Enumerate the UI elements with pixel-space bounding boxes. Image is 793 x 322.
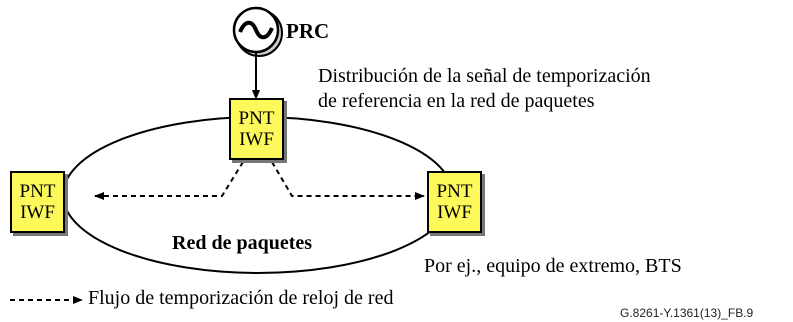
node-left-line2: IWF bbox=[20, 202, 55, 223]
node-right-line2: IWF bbox=[437, 202, 472, 223]
timing-flow-left bbox=[94, 161, 244, 200]
description-line-1: Distribución de la señal de temporizació… bbox=[318, 65, 651, 87]
description-line-2: de referencia en la red de paquetes bbox=[318, 90, 595, 112]
figure-reference: G.8261-Y.1361(13)_FB.9 bbox=[620, 306, 754, 320]
legend-label: Flujo de temporización de reloj de red bbox=[88, 287, 394, 309]
node-top-line2: IWF bbox=[239, 129, 274, 150]
node-left-line1: PNT bbox=[19, 181, 56, 202]
pnt-iwf-node-top: PNT IWF bbox=[229, 98, 284, 160]
pnt-iwf-node-left: PNT IWF bbox=[10, 171, 65, 233]
network-label: Red de paquetes bbox=[172, 232, 313, 254]
prc-clock-icon bbox=[232, 6, 283, 57]
distribution-description: Distribución de la señal de temporizació… bbox=[318, 64, 651, 114]
timing-flow-right bbox=[271, 161, 425, 200]
node-right-line1: PNT bbox=[436, 181, 473, 202]
example-label: Por ej., equipo de extremo, BTS bbox=[424, 255, 682, 277]
node-top-line1: PNT bbox=[238, 108, 275, 129]
pnt-iwf-node-right: PNT IWF bbox=[427, 171, 482, 233]
prc-label: PRC bbox=[286, 19, 330, 43]
